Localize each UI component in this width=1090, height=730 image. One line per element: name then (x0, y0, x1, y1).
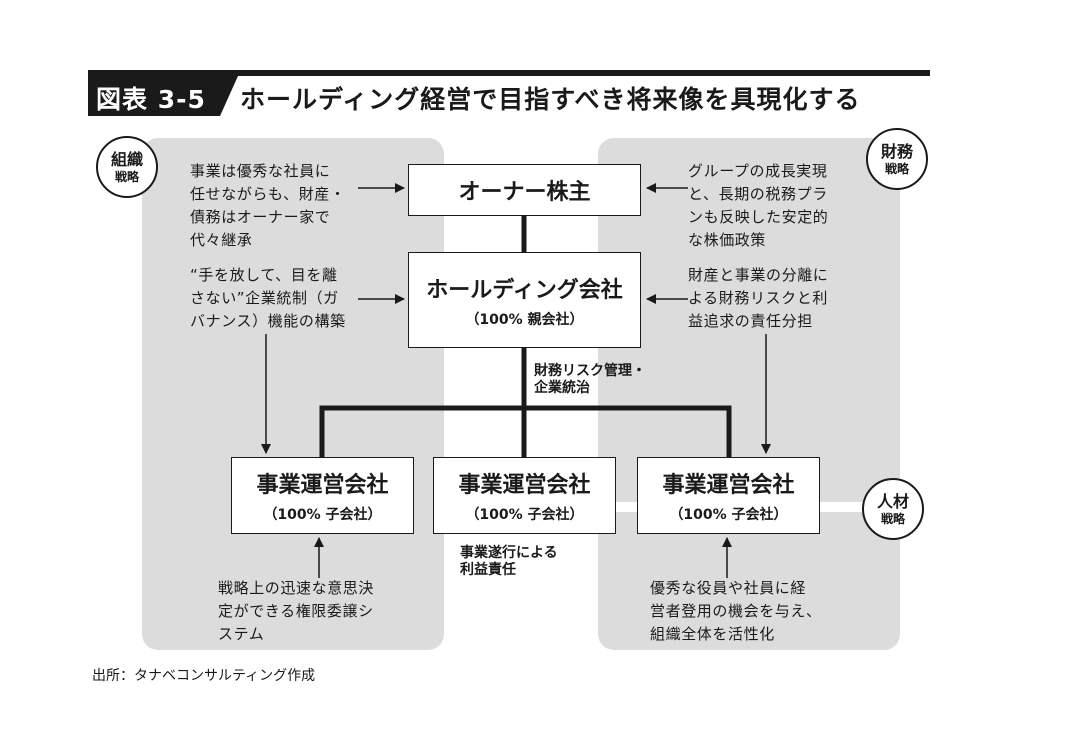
note-right-mid: 財産と事業の分離に よる財務リスクと利 益追求の責任分担 (688, 266, 829, 330)
operating-company-box-3: 事業運営会社 （100% 子会社） (637, 457, 820, 534)
note-right-bottom: 優秀な役員や社員に経 営者登用の機会を与え、 組織全体を活性化 (650, 579, 822, 643)
circle-main-label: 財務 (880, 141, 913, 161)
note-left-mid: “手を放して、目を離 さない”企業統制（ガ バナンス）機能の構築 (190, 266, 346, 330)
box-sublabel: （100% 子会社） (263, 507, 382, 523)
operating-company-box-2: 事業運営会社 （100% 子会社） (433, 457, 616, 534)
title-rule (88, 70, 930, 76)
circle-sub-label: 戦略 (884, 161, 909, 176)
circle-main-label: 組織 (110, 149, 143, 169)
source-note: 出所：タナベコンサルティング作成 (92, 668, 316, 684)
note-right-top: グループの成長実現 と、長期の税務プラ ンも反映した安定的 な株価政策 (688, 162, 829, 249)
circle-sub-label: 戦略 (880, 511, 905, 526)
organization-strategy-circle: 組織 戦略 (96, 136, 158, 198)
box-label: 事業運営会社 (662, 473, 795, 498)
finance-hr-strategy-panel (598, 138, 900, 650)
organization-strategy-panel (142, 138, 444, 650)
box-label: オーナー株主 (458, 180, 591, 205)
box-sublabel: （100% 子会社） (465, 507, 584, 523)
holding-company-box: ホールディング会社 （100% 親会社） (408, 252, 641, 348)
box-label: 事業運営会社 (458, 473, 591, 498)
branch-line (319, 405, 732, 458)
owner-shareholder-box: オーナー株主 (408, 164, 641, 216)
note-left-top: 事業は優秀な社員に 任せながらも、財産・ 債務はオーナー家で 代々継承 (190, 162, 346, 249)
circle-sub-label: 戦略 (114, 169, 139, 184)
note-left-bottom: 戦略上の迅速な意思決 定ができる権限委譲シ ステム (218, 579, 375, 643)
holding-role-label: 財務リスク管理・ 企業統治 (534, 363, 646, 396)
box-label: ホールディング会社 (426, 277, 623, 303)
box-sublabel: （100% 子会社） (669, 507, 788, 523)
figure-title: ホールディング経営で目指すべき将来像を具現化する (240, 85, 861, 114)
operating-role-label: 事業遂行による 利益責任 (460, 545, 558, 578)
operating-company-box-1: 事業運営会社 （100% 子会社） (231, 457, 414, 534)
circle-main-label: 人材 (876, 491, 909, 511)
finance-strategy-circle: 財務 戦略 (866, 128, 928, 190)
box-sublabel: （100% 親会社） (465, 311, 584, 328)
org-tree (319, 216, 732, 458)
box-label: 事業運営会社 (256, 473, 389, 498)
hr-strategy-circle: 人材 戦略 (862, 478, 924, 540)
figure-number: 図表 3-5 (96, 85, 206, 114)
figure-number-tag (88, 76, 238, 116)
